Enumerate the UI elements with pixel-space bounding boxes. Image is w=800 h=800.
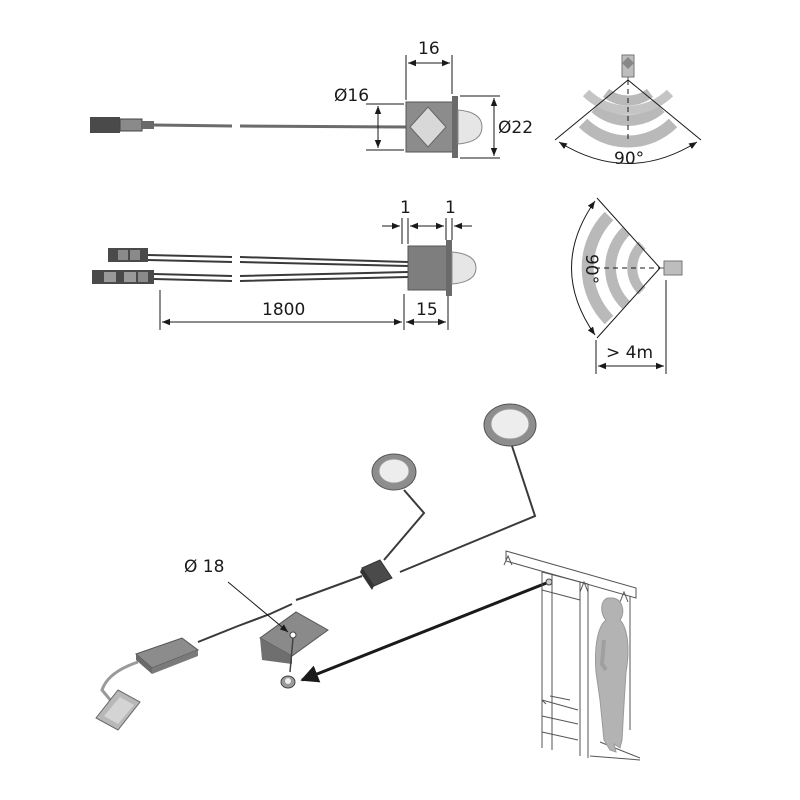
dim-body-15: 15 xyxy=(416,300,438,320)
cable-segment-left xyxy=(153,123,233,128)
range-label: > 4m xyxy=(606,343,653,363)
dim-dia-22: Ø22 xyxy=(498,118,533,138)
distributor-box xyxy=(360,559,393,590)
dim-cable-length: 1800 xyxy=(262,300,305,320)
sensor-side-view: 1 1 1800 15 xyxy=(92,198,477,330)
sensor-lens-side xyxy=(451,251,477,285)
puck-light-large xyxy=(483,403,537,447)
angle-label-side: 90° xyxy=(581,254,601,284)
dim-gap-right: 1 xyxy=(445,198,456,218)
dim-dia-18: Ø 18 xyxy=(184,557,224,577)
installation-scene: Ø 18 xyxy=(95,403,641,761)
puck-light-small xyxy=(371,453,417,491)
sensor-flange-side xyxy=(446,240,452,296)
mini-sensor-icon-top xyxy=(621,54,635,84)
angle-label-top: 90° xyxy=(614,149,644,169)
power-plate xyxy=(95,689,141,731)
dim-dia-16: Ø16 xyxy=(334,86,369,106)
connector-plug-top xyxy=(90,117,154,133)
person-silhouette xyxy=(595,597,629,753)
detection-fan-top: 90° xyxy=(554,54,702,169)
wardrobe xyxy=(503,550,641,761)
sensor-top-view: 16 Ø16 Ø22 xyxy=(90,39,533,159)
led-driver xyxy=(135,637,200,674)
mini-sensor-icon-side xyxy=(658,260,683,276)
sensor-mini-install xyxy=(280,675,296,689)
sensor-lens xyxy=(457,109,483,145)
sensor-diamond-window xyxy=(409,106,447,148)
dim-gap-left: 1 xyxy=(400,198,411,218)
connector-plug-lower xyxy=(92,270,154,284)
sensor-mounting-plate xyxy=(259,611,329,664)
dim-length-16: 16 xyxy=(418,39,440,59)
detection-fan-side: 90° > 4m xyxy=(571,197,683,374)
connector-plug-upper xyxy=(108,248,148,262)
sensor-flange xyxy=(452,96,458,158)
cable-segment-right xyxy=(239,124,409,129)
detection-arrow xyxy=(300,580,550,683)
sensor-body-side xyxy=(407,245,449,291)
